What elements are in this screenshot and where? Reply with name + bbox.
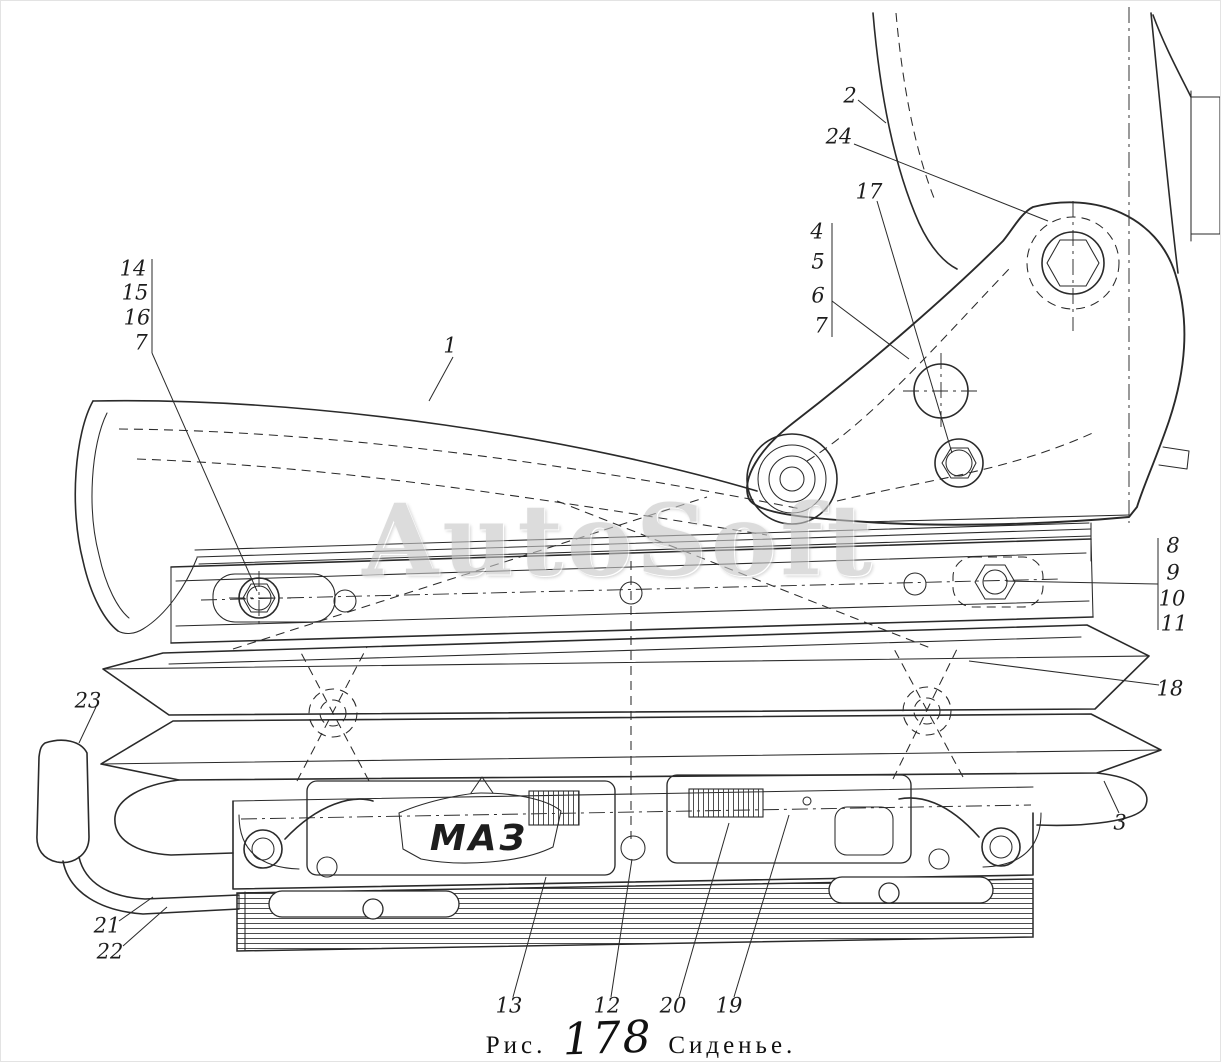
callout-7: 7 — [134, 330, 148, 355]
maz-logo-text: МАЗ — [430, 818, 528, 859]
callout-16: 16 — [123, 305, 151, 330]
hinge-bracket — [746, 201, 1190, 526]
callout-4: 4 — [810, 219, 824, 244]
callout-18: 18 — [1156, 676, 1184, 701]
caption-prefix: Рис. — [485, 1032, 547, 1059]
callout-11: 11 — [1160, 611, 1188, 636]
callout-24: 24 — [825, 124, 853, 149]
callout-3: 3 — [1113, 810, 1127, 835]
callout-23: 23 — [74, 688, 102, 713]
callout-14: 14 — [119, 256, 147, 281]
callout-17: 17 — [855, 179, 883, 204]
caption-number: 178 — [561, 1011, 654, 1062]
callout-15: 15 — [121, 280, 149, 305]
callout-10: 10 — [1158, 586, 1186, 611]
callout-13: 13 — [495, 993, 523, 1018]
callout-7: 7 — [814, 313, 828, 338]
maz-logo: МАЗ — [398, 776, 562, 864]
callout-21: 21 — [93, 913, 121, 938]
bottom-rail — [236, 876, 1034, 952]
callout-1: 1 — [443, 333, 457, 358]
callout-5: 5 — [811, 249, 825, 274]
caption-title: Сиденье. — [668, 1032, 797, 1059]
slider-rails — [170, 496, 1094, 839]
callout-leaders — [78, 99, 1160, 998]
backrest — [872, 7, 1220, 523]
callout-12: 12 — [593, 993, 621, 1018]
callout-8: 8 — [1166, 533, 1180, 558]
callout-6: 6 — [811, 283, 825, 308]
adjust-handle — [36, 739, 240, 915]
callout-2: 2 — [843, 83, 857, 108]
callout-22: 22 — [96, 939, 124, 964]
figure-caption: Рис. 178 Сиденье. — [485, 1011, 797, 1062]
base-frame: МАЗ — [114, 772, 1148, 890]
callout-9: 9 — [1166, 560, 1180, 585]
seat-cushion — [74, 399, 1092, 634]
callout-19: 19 — [715, 993, 743, 1018]
callout-20: 20 — [659, 993, 687, 1018]
